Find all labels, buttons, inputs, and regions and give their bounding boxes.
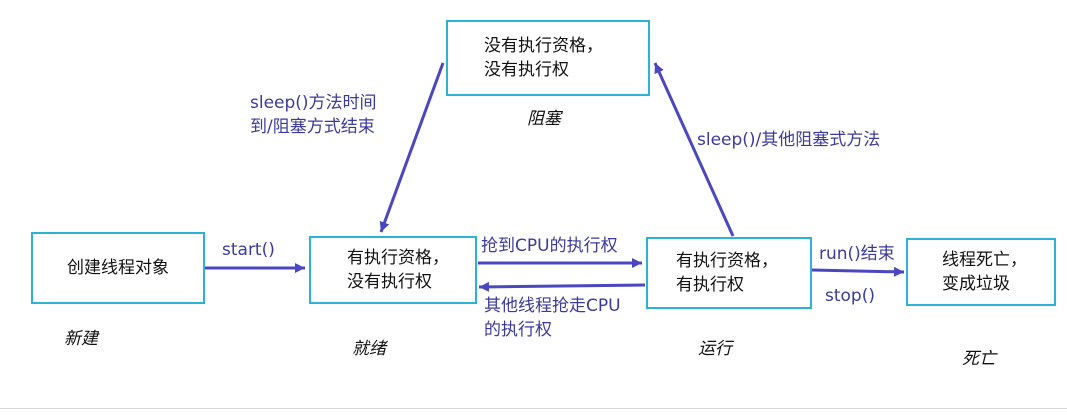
node-running: 有执行资格， 有执行权: [646, 237, 812, 309]
state-blocked-label: 阻塞: [527, 109, 561, 129]
edge-label-grab-cpu: 抢到CPU的执行权: [481, 236, 618, 256]
node-new: 创建线程对象: [31, 232, 205, 304]
arrow-wake: [379, 62, 445, 233]
edge-label-sleep-wake: sleep()方法时间 到/阻塞方式结束: [250, 91, 377, 139]
node-running-line-1: 有执行资格，: [676, 251, 778, 271]
edge-label-lose-cpu-line-2: 的执行权: [484, 320, 552, 340]
node-runnable-line-1: 有执行资格，: [347, 248, 449, 268]
edge-label-lose-cpu: 其他线程抢走CPU 的执行权: [484, 294, 621, 342]
edge-label-sleep-block: sleep()/其他阻塞式方法: [697, 130, 881, 150]
edge-label-start: start(): [222, 240, 275, 260]
edge-label-sleep-wake-line-2: 到/阻塞方式结束: [250, 117, 375, 137]
arrow-to-dead: [811, 266, 905, 277]
node-dead-line-2: 变成垃圾: [942, 274, 1010, 294]
state-dead-label: 死亡: [962, 349, 996, 369]
edge-label-sleep-wake-line-1: sleep()方法时间: [250, 93, 377, 113]
edge-label-lose-cpu-line-1: 其他线程抢走CPU: [484, 296, 621, 316]
arrow-to-blocked: [653, 62, 735, 237]
state-runnable-label: 就绪: [352, 339, 386, 359]
node-running-line-2: 有执行权: [676, 275, 744, 295]
node-runnable-line-2: 没有执行权: [347, 272, 432, 292]
edge-label-run-end: run()结束: [819, 244, 895, 264]
arrow-lose-cpu: [478, 281, 646, 292]
node-blocked-line-1: 没有执行资格，: [484, 36, 603, 56]
node-new-line-1: 创建线程对象: [67, 258, 169, 278]
node-blocked: 没有执行资格， 没有执行权: [446, 20, 650, 96]
node-blocked-line-2: 没有执行权: [484, 60, 569, 80]
state-new-label: 新建: [64, 329, 98, 349]
bottom-divider: [0, 408, 1067, 409]
node-dead: 线程死亡， 变成垃圾: [906, 238, 1056, 306]
edge-label-stop: stop(): [825, 286, 875, 306]
node-dead-line-1: 线程死亡，: [942, 250, 1027, 270]
state-running-label: 运行: [698, 339, 732, 359]
node-runnable: 有执行资格， 没有执行权: [309, 236, 477, 304]
